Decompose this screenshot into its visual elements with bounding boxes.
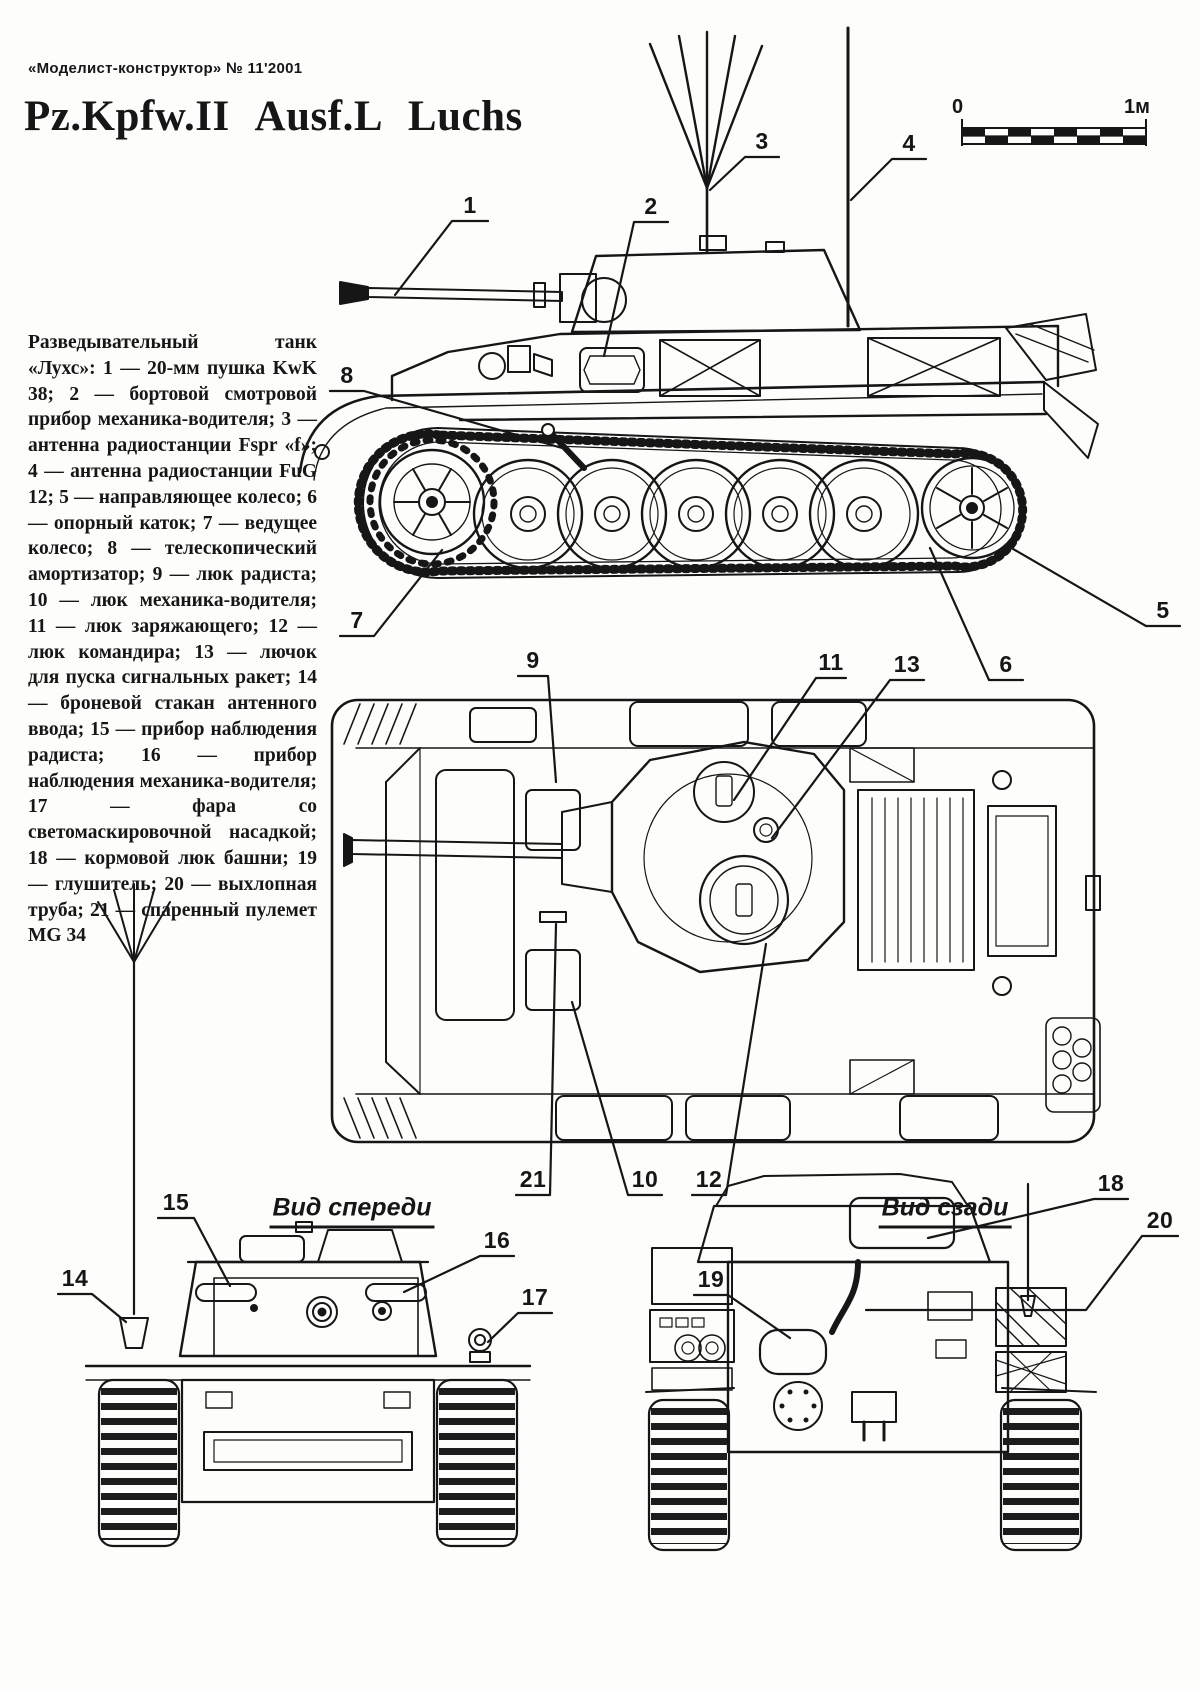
callout-number-14: 14 bbox=[61, 1265, 89, 1292]
callout-leaders bbox=[56, 155, 1182, 1344]
leader-line-2 bbox=[602, 220, 670, 358]
leader-line-21 bbox=[514, 922, 558, 1197]
callout-number-8: 8 bbox=[340, 362, 354, 389]
callout-number-13: 13 bbox=[893, 651, 921, 678]
callout-number-17: 17 bbox=[521, 1284, 549, 1311]
callout-number-15: 15 bbox=[162, 1189, 190, 1216]
leader-line-9 bbox=[516, 674, 558, 784]
leader-line-6 bbox=[928, 546, 1025, 682]
top-view-drawing bbox=[330, 698, 1101, 1144]
callout-number-12: 12 bbox=[695, 1166, 723, 1193]
leader-line-17 bbox=[486, 1311, 554, 1344]
leader-line-16 bbox=[402, 1254, 516, 1294]
rear-view-drawing bbox=[645, 1173, 1097, 1552]
leader-line-4 bbox=[849, 157, 928, 202]
callout-number-11: 11 bbox=[818, 649, 844, 676]
callout-number-19: 19 bbox=[697, 1266, 725, 1293]
leader-line-3 bbox=[708, 155, 781, 192]
scale-end-label: 1м bbox=[1124, 96, 1150, 118]
callout-number-10: 10 bbox=[631, 1166, 659, 1193]
callout-number-5: 5 bbox=[1156, 597, 1170, 624]
callout-number-7: 7 bbox=[350, 607, 364, 634]
leader-line-8 bbox=[328, 389, 564, 450]
leader-line-7 bbox=[338, 548, 444, 638]
parts-legend: Разведывательный танк «Лухс»: 1 — 20-мм … bbox=[28, 330, 317, 949]
leader-line-14 bbox=[56, 1292, 128, 1324]
front-view-label: Вид спереди bbox=[269, 1194, 435, 1229]
leader-line-12 bbox=[690, 942, 768, 1197]
callout-number-1: 1 bbox=[463, 192, 477, 219]
leader-line-5 bbox=[1006, 544, 1182, 628]
leader-line-11 bbox=[732, 676, 848, 802]
callout-number-16: 16 bbox=[483, 1227, 511, 1254]
callout-number-3: 3 bbox=[755, 128, 769, 155]
side-view-drawing bbox=[298, 26, 1099, 579]
magazine-issue-line: «Моделист-конструктор» № 11'2001 bbox=[28, 60, 303, 77]
scale-start-label: 0 bbox=[952, 96, 964, 118]
leader-line-1 bbox=[393, 219, 490, 297]
callout-number-2: 2 bbox=[644, 193, 658, 220]
page-title: Pz.Kpfw.II Ausf.L Luchs bbox=[24, 93, 523, 140]
leader-line-15 bbox=[156, 1216, 232, 1288]
leader-line-18 bbox=[926, 1197, 1130, 1240]
callout-number-21: 21 bbox=[519, 1166, 547, 1193]
callout-number-18: 18 bbox=[1097, 1170, 1125, 1197]
leader-line-19 bbox=[692, 1293, 792, 1340]
callout-number-9: 9 bbox=[526, 647, 540, 674]
scale-bar-graphic bbox=[961, 119, 1147, 146]
legend-intro: Разведывательный танк «Лухс»: bbox=[28, 332, 317, 379]
callout-number-20: 20 bbox=[1146, 1207, 1174, 1234]
legend-items: 1 — 20-мм пушка KwK 38; 2 — бортовой смо… bbox=[28, 357, 317, 947]
leader-line-20 bbox=[864, 1234, 1180, 1312]
leader-line-13 bbox=[770, 678, 926, 840]
leader-line-10 bbox=[570, 1000, 664, 1197]
callout-number-6: 6 bbox=[999, 651, 1013, 678]
callout-number-4: 4 bbox=[902, 130, 916, 157]
front-view-drawing bbox=[84, 883, 532, 1548]
